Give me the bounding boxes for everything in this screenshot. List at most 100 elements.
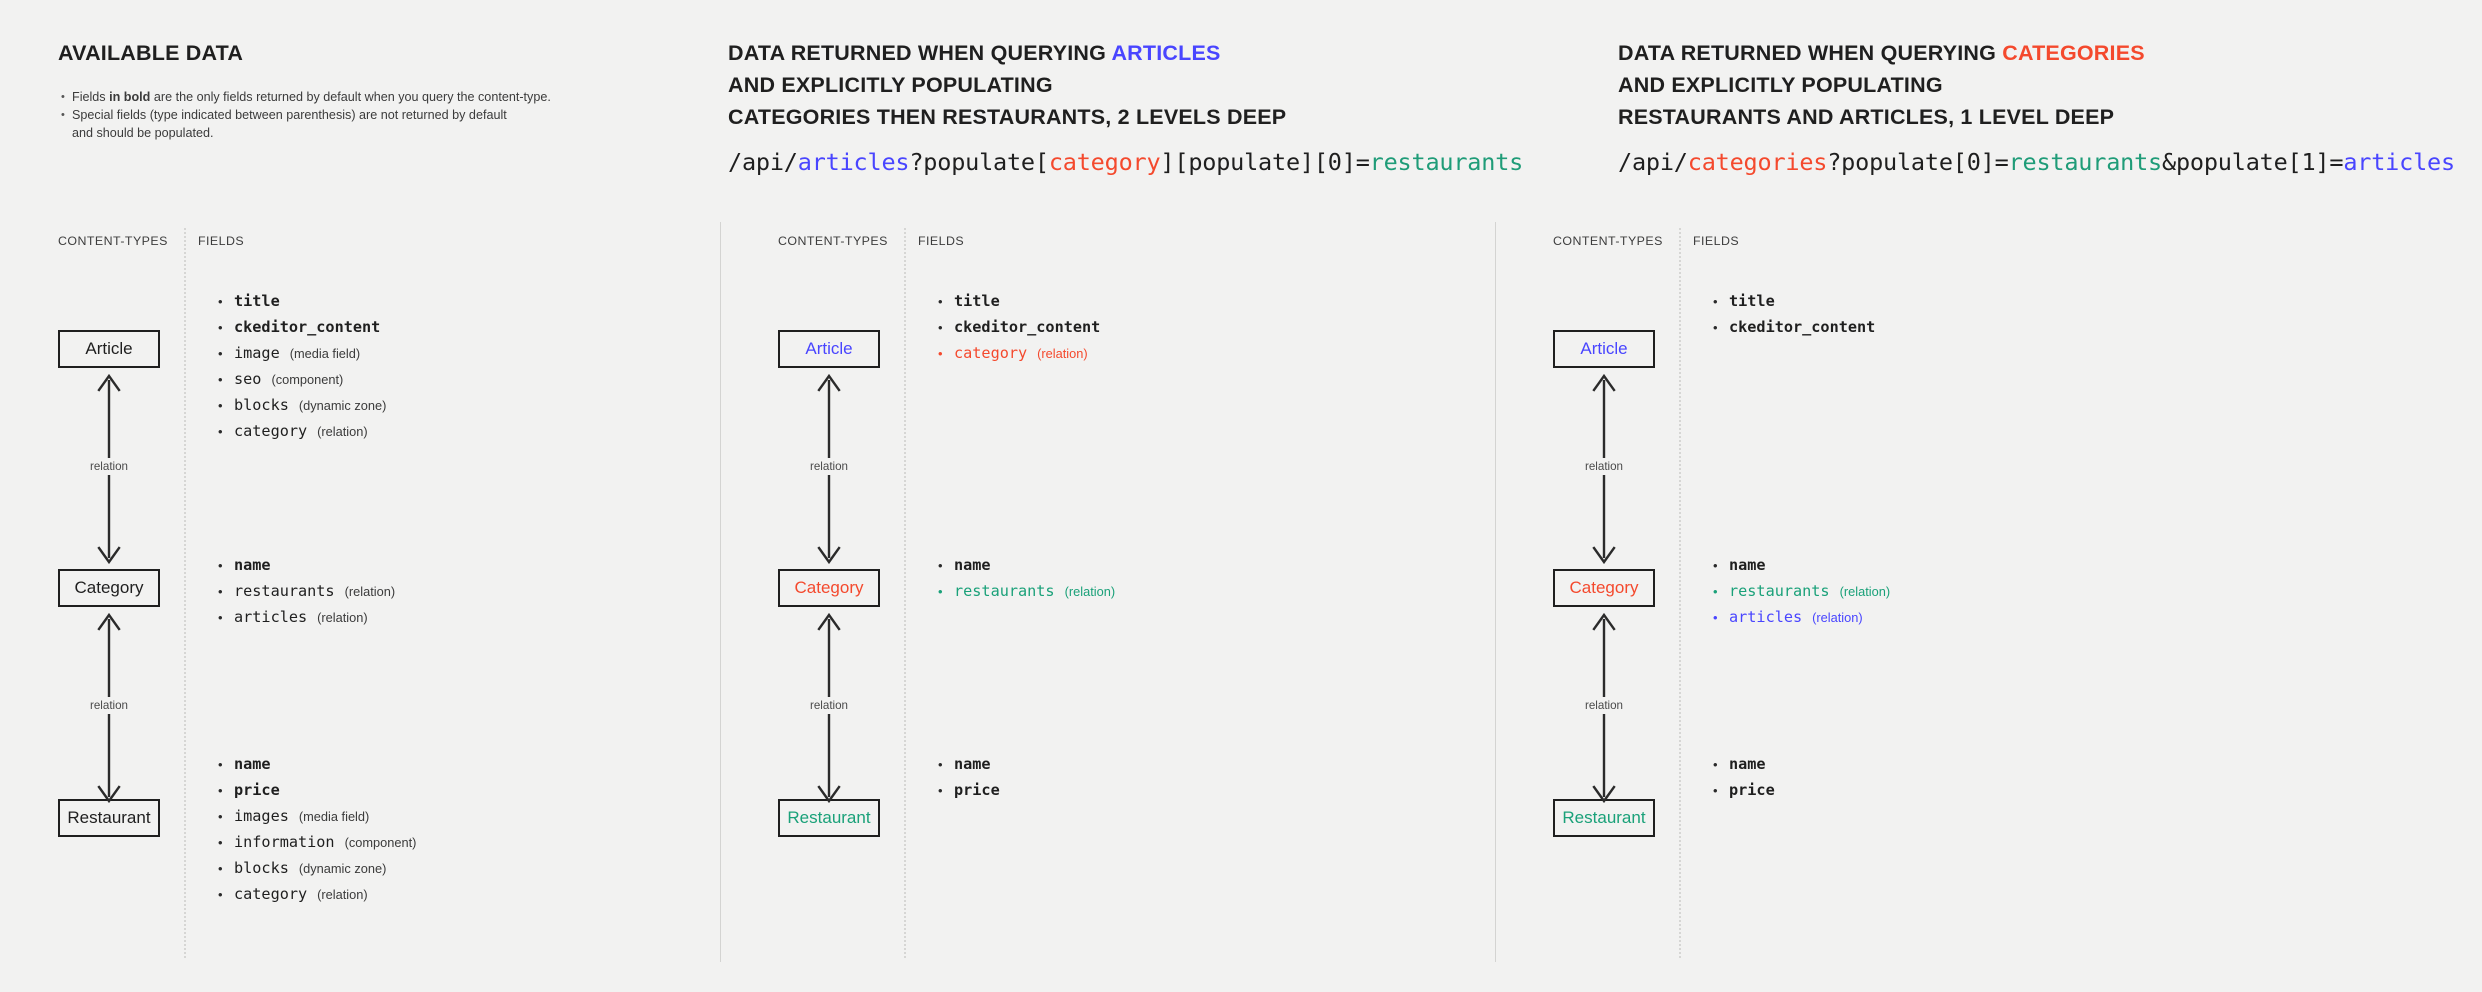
field-name: ckeditor_content: [234, 318, 381, 336]
bullet-icon: •: [61, 91, 65, 103]
field-row: •articles(relation): [218, 605, 395, 631]
field-list-article: •title•ckeditor_content•category(relatio…: [938, 289, 1100, 367]
field-name: name: [234, 755, 271, 773]
field-name: name: [234, 556, 271, 574]
relation-label: relation: [769, 458, 889, 475]
entity-label: Article: [805, 339, 853, 358]
panel-separator: [720, 222, 721, 962]
field-name: name: [1729, 556, 1766, 574]
field-row: •name: [938, 752, 1000, 778]
entity-box-category[interactable]: Category: [58, 569, 160, 607]
column-label-fields: FIELDS: [198, 234, 245, 248]
field-type: (media field): [289, 346, 361, 361]
bullet-icon: •: [218, 398, 223, 413]
api-path: /api/articles?populate[category][populat…: [728, 148, 1523, 176]
heading-line: AVAILABLE DATA: [58, 38, 243, 70]
field-type: (relation): [1839, 584, 1891, 599]
panel-separator: [1495, 222, 1496, 962]
entity-label: Category: [1569, 578, 1639, 597]
field-row: •title: [938, 289, 1100, 315]
field-row: • title: [1713, 289, 1875, 315]
bullet-icon: •: [218, 757, 223, 772]
bullet-icon: •: [218, 584, 223, 599]
field-row: •name: [1713, 752, 1775, 778]
field-row: •ckeditor_content: [938, 315, 1100, 341]
note-item: •Special fields (type indicated between …: [61, 106, 551, 142]
bullet-icon: •: [218, 424, 223, 439]
api-path-segment: /api/: [728, 148, 798, 176]
relation-arrow: relation: [49, 609, 169, 807]
bullet-icon: •: [938, 783, 943, 798]
field-name: articles: [1729, 608, 1803, 626]
field-list-article: • title •ckeditor_content: [1713, 289, 1875, 341]
field-list-category: •name•restaurants(relation)•articles(rel…: [1713, 553, 1890, 631]
entity-box-article[interactable]: Article: [1553, 330, 1655, 368]
api-path-segment: restaurants: [2008, 148, 2163, 176]
bullet-icon: •: [938, 584, 943, 599]
entity-box-category[interactable]: Category: [1553, 569, 1655, 607]
field-row: •price: [938, 778, 1000, 804]
column-label-fields: FIELDS: [918, 234, 965, 248]
field-row: •title: [218, 289, 386, 315]
note-text: Fields in bold are the only fields retur…: [72, 90, 551, 104]
heading-segment: CATEGORIES THEN RESTAURANTS, 2 LEVELS DE…: [728, 105, 1287, 129]
bullet-icon: •: [938, 558, 943, 573]
bullet-icon: •: [218, 861, 223, 876]
bullet-icon: •: [1713, 584, 1718, 599]
field-name: restaurants: [954, 582, 1055, 600]
field-type: (media field): [298, 809, 370, 824]
bullet-icon: •: [1713, 294, 1718, 309]
relation-arrow: relation: [769, 370, 889, 568]
field-type: (relation): [317, 610, 368, 625]
field-row: •ckeditor_content: [1713, 315, 1875, 341]
bullet-icon: •: [1713, 757, 1718, 772]
field-name: name: [954, 755, 991, 773]
field-name: title: [1729, 292, 1775, 310]
api-path-segment: restaurants: [1369, 148, 1524, 176]
api-path-segment: ?populate[0]=: [1827, 148, 2009, 176]
field-list-restaurant: •name•price: [938, 752, 1000, 804]
fields-dotted-separator: [904, 228, 906, 958]
entity-label: Restaurant: [787, 808, 871, 827]
relation-label: relation: [49, 458, 169, 475]
column-label-content-types: CONTENT-TYPES: [1553, 234, 1663, 248]
entity-label: Article: [1580, 339, 1628, 358]
entity-box-article[interactable]: Article: [778, 330, 880, 368]
entity-label: Restaurant: [67, 808, 151, 827]
bullet-icon: •: [1713, 783, 1718, 798]
field-name: category: [954, 344, 1028, 362]
relation-arrow: relation: [1544, 370, 1664, 568]
field-row: •category(relation): [218, 419, 386, 445]
field-type: (dynamic zone): [298, 398, 387, 413]
heading-segment: AVAILABLE DATA: [58, 41, 244, 65]
relation-label: relation: [1544, 458, 1664, 475]
field-row: •price: [1713, 778, 1775, 804]
api-path-segment: ][populate][0]=: [1160, 148, 1370, 176]
bullet-icon: •: [218, 320, 223, 335]
field-name: blocks: [234, 396, 289, 414]
field-name: information: [234, 833, 335, 851]
panel-heading: AVAILABLE DATA: [58, 38, 243, 70]
entity-box-restaurant[interactable]: Restaurant: [778, 799, 880, 837]
field-name: blocks: [234, 859, 289, 877]
entity-box-category[interactable]: Category: [778, 569, 880, 607]
api-path-segment: &populate[1]=: [2162, 148, 2344, 176]
field-row: •restaurants(relation): [1713, 579, 1890, 605]
bullet-icon: •: [218, 294, 223, 309]
field-type: (relation): [317, 424, 368, 439]
field-row: •articles(relation): [1713, 605, 1890, 631]
heading-segment: DATA RETURNED WHEN QUERYING: [728, 41, 1112, 65]
bullet-icon: •: [218, 887, 223, 902]
field-row: •name: [1713, 553, 1890, 579]
entity-box-article[interactable]: Article: [58, 330, 160, 368]
heading-segment: DATA RETURNED WHEN QUERYING: [1618, 41, 2003, 65]
field-list-article: •title•ckeditor_content•image(media fiel…: [218, 289, 386, 445]
field-type: (relation): [1037, 346, 1088, 361]
field-name: images: [234, 807, 289, 825]
relation-arrow: relation: [1544, 609, 1664, 807]
field-type: (relation): [317, 887, 368, 902]
heading-segment: AND EXPLICITLY POPULATING: [728, 73, 1053, 97]
field-name: price: [234, 781, 280, 799]
